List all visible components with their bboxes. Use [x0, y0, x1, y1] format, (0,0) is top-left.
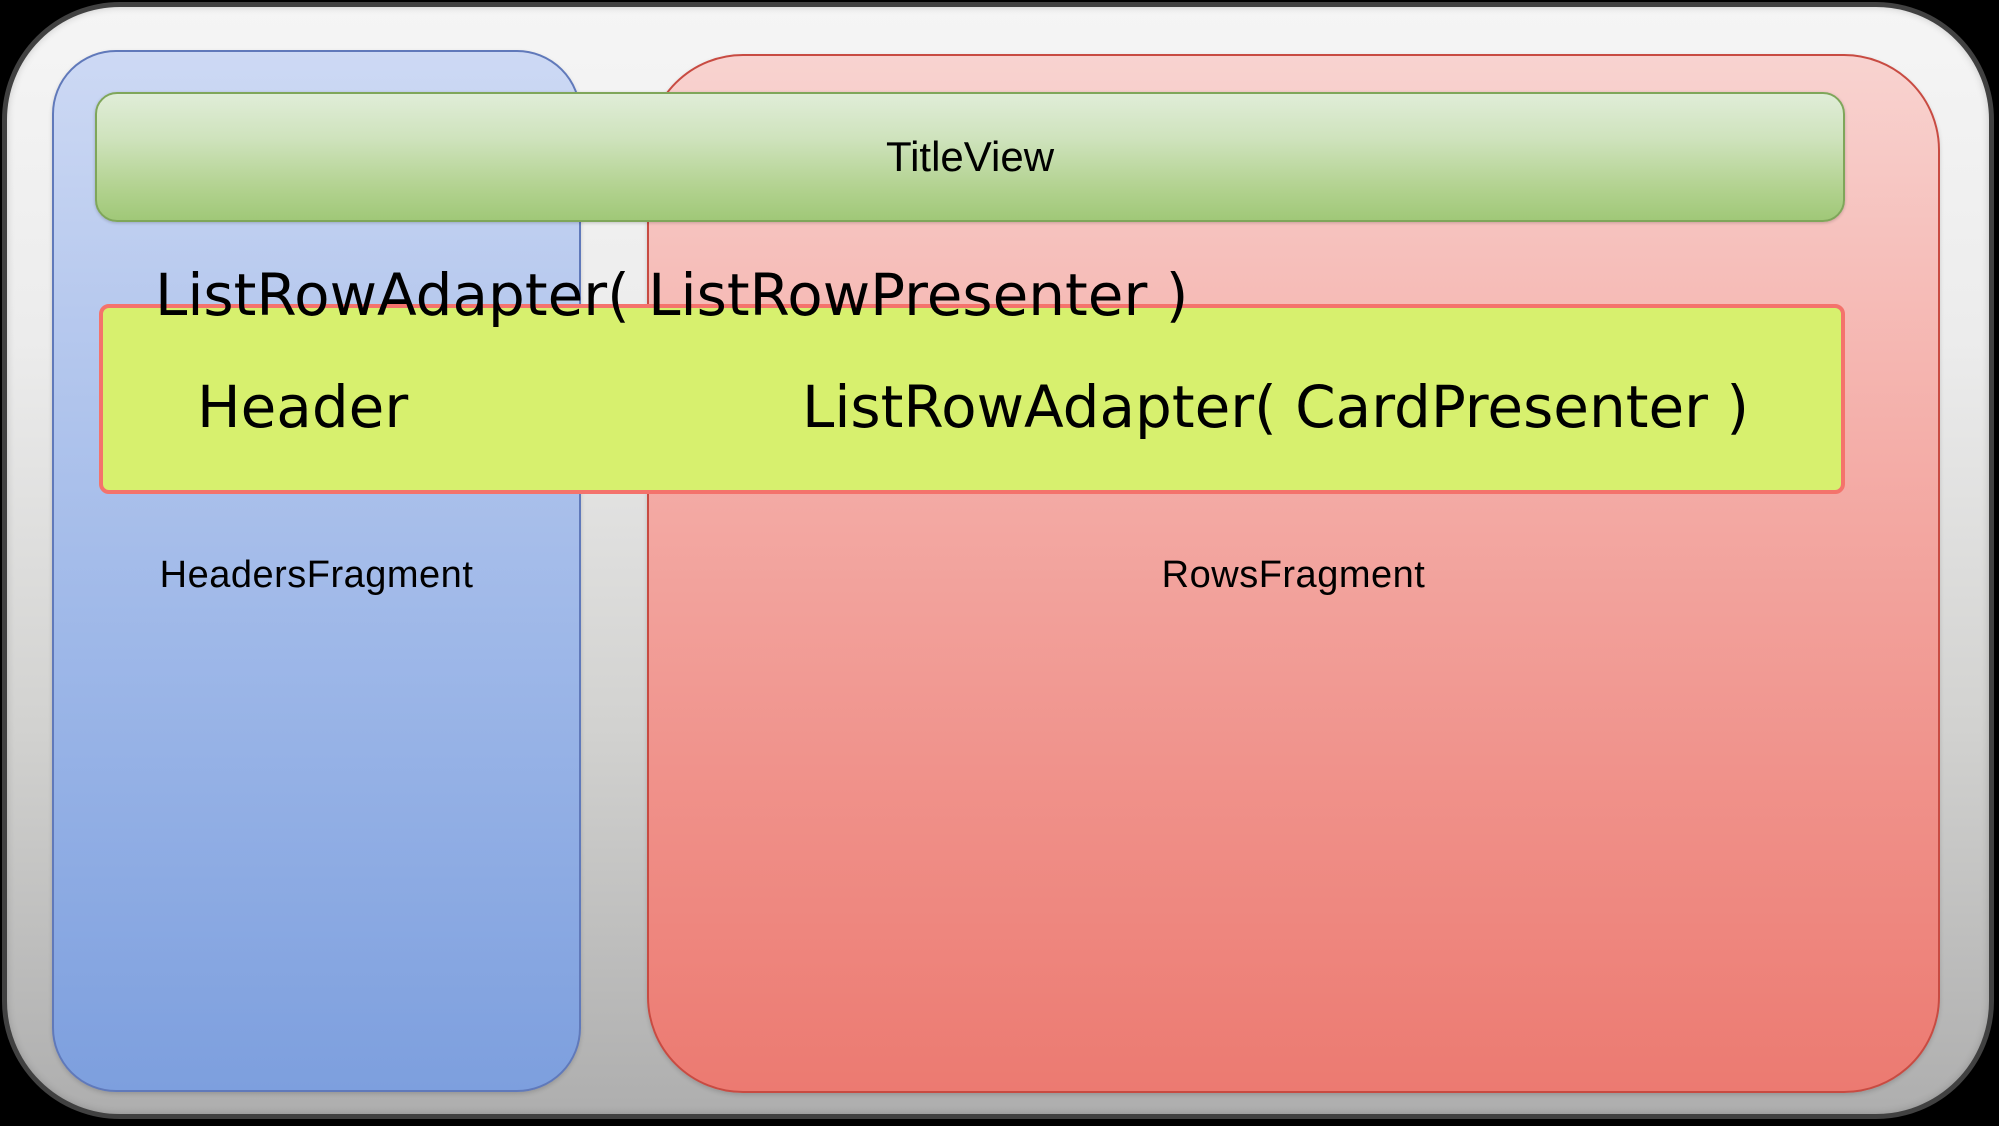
headers-fragment-region: HeadersFragment — [52, 50, 581, 1092]
title-view-bar: TitleView — [95, 92, 1845, 222]
rows-fragment-label: RowsFragment — [1161, 554, 1426, 596]
rows-fragment-region: RowsFragment — [647, 54, 1940, 1093]
list-row-adapter-presenter-text: ListRowAdapter( ListRowPresenter ) — [155, 261, 1189, 329]
title-view-label: TitleView — [885, 133, 1055, 180]
list-row-adapter-card-text: ListRowAdapter( CardPresenter ) — [802, 373, 1750, 441]
header-text: Header — [197, 373, 409, 441]
headers-fragment-label: HeadersFragment — [159, 554, 474, 596]
list-row-adapter-box — [99, 304, 1845, 494]
